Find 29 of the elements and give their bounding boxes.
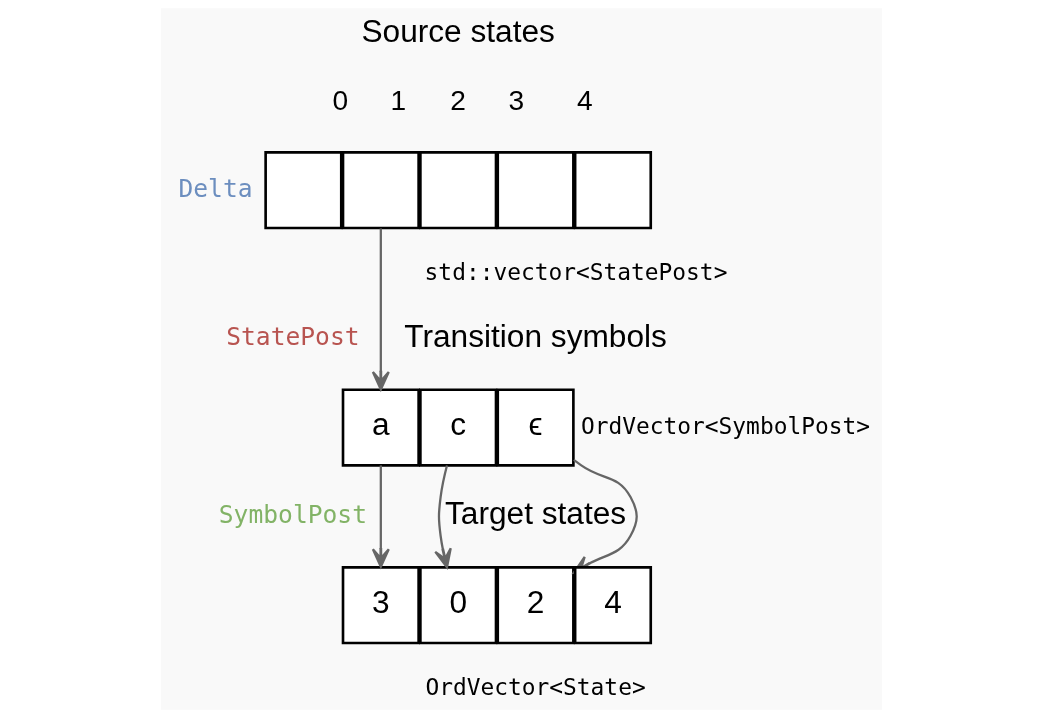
arrow — [434, 465, 452, 569]
label: 1 — [390, 84, 407, 116]
label: 3 — [508, 84, 525, 116]
label: Target states — [444, 495, 627, 532]
node-box: a — [341, 388, 420, 467]
node-box: 4 — [573, 566, 653, 645]
node-box — [264, 151, 343, 230]
label: Source states — [361, 13, 555, 50]
node-box: 3 — [341, 566, 420, 645]
node-box — [341, 151, 420, 230]
label: Delta — [178, 173, 253, 203]
label: StatePost — [226, 322, 360, 352]
label: OrdVector<SymbolPost> — [580, 412, 870, 439]
node-box: c — [419, 388, 498, 467]
node-box — [419, 151, 498, 230]
label: std::vector<StatePost> — [424, 258, 728, 285]
arrow — [371, 228, 390, 391]
label: 2 — [450, 84, 467, 116]
node-box: 2 — [496, 566, 575, 645]
node-box — [573, 151, 653, 230]
node-box: ϵ — [496, 388, 575, 467]
label: 4 — [576, 84, 593, 116]
label: SymbolPost — [218, 499, 367, 529]
label: 0 — [332, 84, 349, 116]
label: OrdVector<State> — [425, 673, 646, 700]
arrow — [371, 465, 390, 568]
label: Transition symbols — [404, 317, 667, 354]
node-box — [496, 151, 575, 230]
node-box: 0 — [419, 566, 498, 645]
